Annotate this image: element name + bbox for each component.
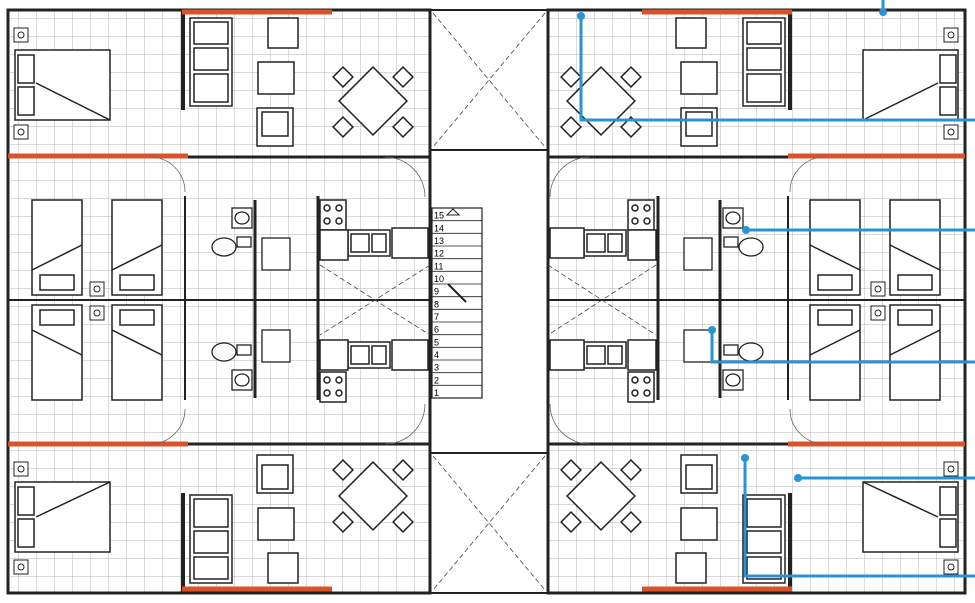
dining-table-icon (560, 65, 642, 138)
bed-icon (862, 49, 959, 121)
stair-step-label: 11 (434, 261, 443, 271)
bed-icon (809, 199, 861, 296)
stair-step-label: 10 (434, 274, 444, 284)
stair-step-label: 15 (434, 211, 444, 221)
armchair-icon (680, 107, 718, 147)
floor-tiles (10, 10, 963, 593)
sink-icon (722, 207, 744, 229)
stair-step-label: 8 (434, 299, 439, 309)
toilet-icon (723, 236, 764, 257)
stair-step-label: 3 (434, 363, 439, 373)
outlet-icon (13, 559, 29, 575)
blue-nodes (577, 8, 887, 482)
bed-icon (111, 199, 163, 296)
stair-step-label: 4 (434, 350, 439, 360)
dining-table-icon (560, 459, 642, 533)
dining (332, 65, 642, 533)
stove-icon (319, 199, 347, 231)
bed-icon (889, 199, 941, 296)
outlet-icon (870, 281, 886, 297)
sofa-icon (189, 17, 233, 107)
outlet-icon (13, 461, 29, 477)
stair: 15 14 13 12 11 10 9 8 7 6 5 4 3 2 1 (431, 207, 483, 399)
stove-icon (627, 371, 655, 403)
bed-icon (111, 304, 163, 401)
armchair-icon (680, 454, 718, 494)
stair-step-label: 13 (434, 236, 444, 246)
sofa-icon (189, 494, 233, 584)
dining-table-icon (332, 65, 414, 138)
red-beams (8, 9, 965, 592)
door-swings (149, 156, 826, 445)
stair-arrow-icon (445, 208, 461, 216)
stove-icon (627, 199, 655, 231)
bed-icon (862, 481, 959, 553)
outlet-icon (943, 27, 959, 43)
outlet-icon (13, 124, 29, 140)
stair-step-label: 5 (434, 337, 439, 347)
stair-step-label: 2 (434, 375, 439, 385)
stair-step-label: 12 (434, 249, 444, 259)
void-cross (319, 12, 657, 591)
sink-icon (231, 207, 253, 229)
stair-step-label: 1 (434, 388, 439, 398)
beds (14, 49, 959, 553)
sink-icon (231, 369, 253, 391)
stair-step-label: 7 (434, 312, 439, 322)
toilet-icon (211, 236, 252, 257)
kitchens (319, 199, 657, 403)
bed-icon (31, 199, 83, 296)
stair-step-label: 9 (434, 287, 439, 297)
bed-icon (809, 304, 861, 401)
outlet-icon (89, 281, 105, 297)
bed-icon (14, 49, 111, 121)
stove-icon (319, 371, 347, 403)
blue-service-lines (579, 0, 975, 578)
stair-step-label: 6 (434, 325, 439, 335)
kitchen-sink-icon (347, 341, 391, 369)
stair-step-label: 14 (434, 223, 444, 233)
sofa-icon (742, 17, 786, 107)
bed-icon (14, 481, 111, 553)
toilet-icon (211, 342, 252, 362)
outlet-icon (89, 305, 105, 321)
outlet-icon (943, 461, 959, 477)
dining-table-icon (332, 459, 414, 533)
bathrooms (211, 207, 764, 391)
outlet-icon (13, 27, 29, 43)
outlet-icon (943, 124, 959, 140)
kitchen-sink-icon (583, 229, 627, 257)
armchair-icon (256, 107, 294, 147)
outlet-icon (943, 559, 959, 575)
bed-icon (889, 304, 941, 401)
sink-icon (722, 369, 744, 391)
kitchen-sink-icon (583, 341, 627, 369)
outlets (13, 27, 959, 575)
armchair-icon (256, 454, 294, 494)
outlet-icon (870, 305, 886, 321)
kitchen-sink-icon (347, 229, 391, 257)
bed-icon (31, 304, 83, 401)
sofa-icon (742, 494, 786, 584)
living-furniture (189, 17, 786, 584)
